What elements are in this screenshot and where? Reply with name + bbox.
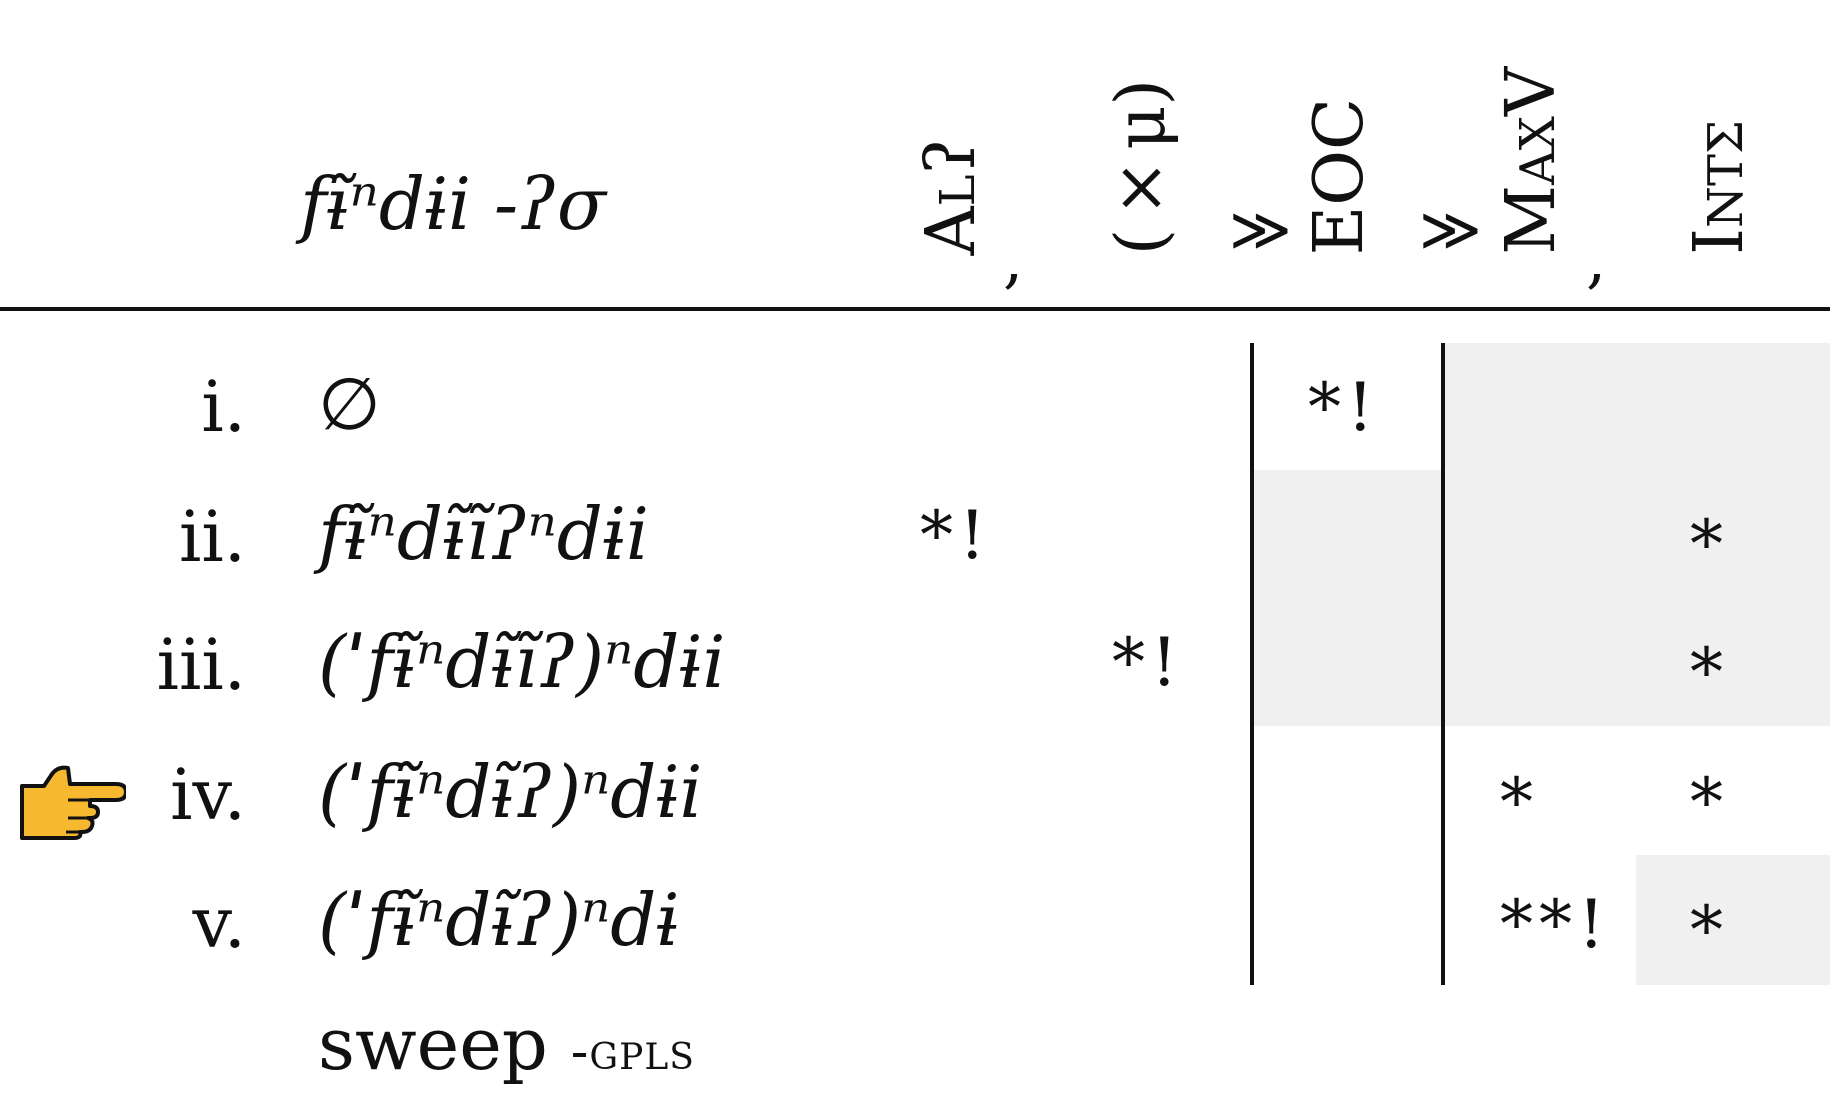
violation-mark: *: [1690, 506, 1729, 583]
candidate-form: ∅: [318, 362, 381, 446]
candidate-form: (ˈfɨ̃ⁿdɨ̃ʔ)ⁿdɨi: [318, 750, 703, 834]
candidate-form: (ˈfɨ̃ⁿdɨ̃ʔ)ⁿdɨ: [318, 878, 680, 962]
header-rule: [0, 307, 1830, 311]
gloss-word: sweep: [318, 1002, 548, 1086]
violation-mark: *: [1690, 764, 1729, 841]
tableau-input: fɨ̃ⁿdɨi -ʔσ: [300, 162, 606, 246]
candidate-number: iii.: [156, 624, 246, 706]
gloss-caption: sweep -gpls: [318, 1008, 695, 1080]
constraint-header-alq: Alʔ: [912, 137, 991, 255]
violation-mark: *: [1500, 764, 1539, 841]
column-divider: [1441, 343, 1445, 985]
shaded-cell: [1445, 343, 1830, 726]
violation-mark: *!: [1112, 624, 1184, 701]
constraint-header-maxv: MaxV: [1492, 67, 1571, 255]
column-divider: [1250, 343, 1254, 985]
gloss-label: -gpls: [570, 1022, 695, 1082]
candidate-number: iv.: [170, 754, 246, 836]
violation-mark: **!: [1500, 886, 1611, 963]
candidate-form: (ˈfɨ̃ⁿdɨ̃ĩʔ)ⁿdɨi: [318, 620, 726, 704]
pointing-hand-icon: [20, 765, 126, 840]
constraint-header-intsigma: Intσ: [1680, 120, 1759, 255]
header-comma: ,: [1586, 223, 1607, 297]
constraint-header-eoc: EOC: [1300, 97, 1379, 255]
constraint-header-mora: (×μ): [1102, 78, 1181, 255]
ranking-symbol: ≫: [1229, 195, 1292, 265]
violation-mark: *!: [1308, 369, 1380, 446]
violation-mark: *: [1690, 892, 1729, 969]
header-comma: ,: [1003, 223, 1024, 297]
candidate-number: ii.: [178, 496, 246, 578]
violation-mark: *: [1690, 634, 1729, 711]
shaded-cell: [1254, 470, 1441, 726]
candidate-number: i.: [201, 366, 246, 448]
candidate-number: v.: [192, 882, 247, 964]
candidate-form: fɨ̃ⁿdɨ̃ĩʔⁿdɨi: [318, 492, 649, 576]
ranking-symbol: ≫: [1419, 195, 1482, 265]
violation-mark: *!: [920, 497, 992, 574]
shaded-cell: [1636, 855, 1830, 985]
